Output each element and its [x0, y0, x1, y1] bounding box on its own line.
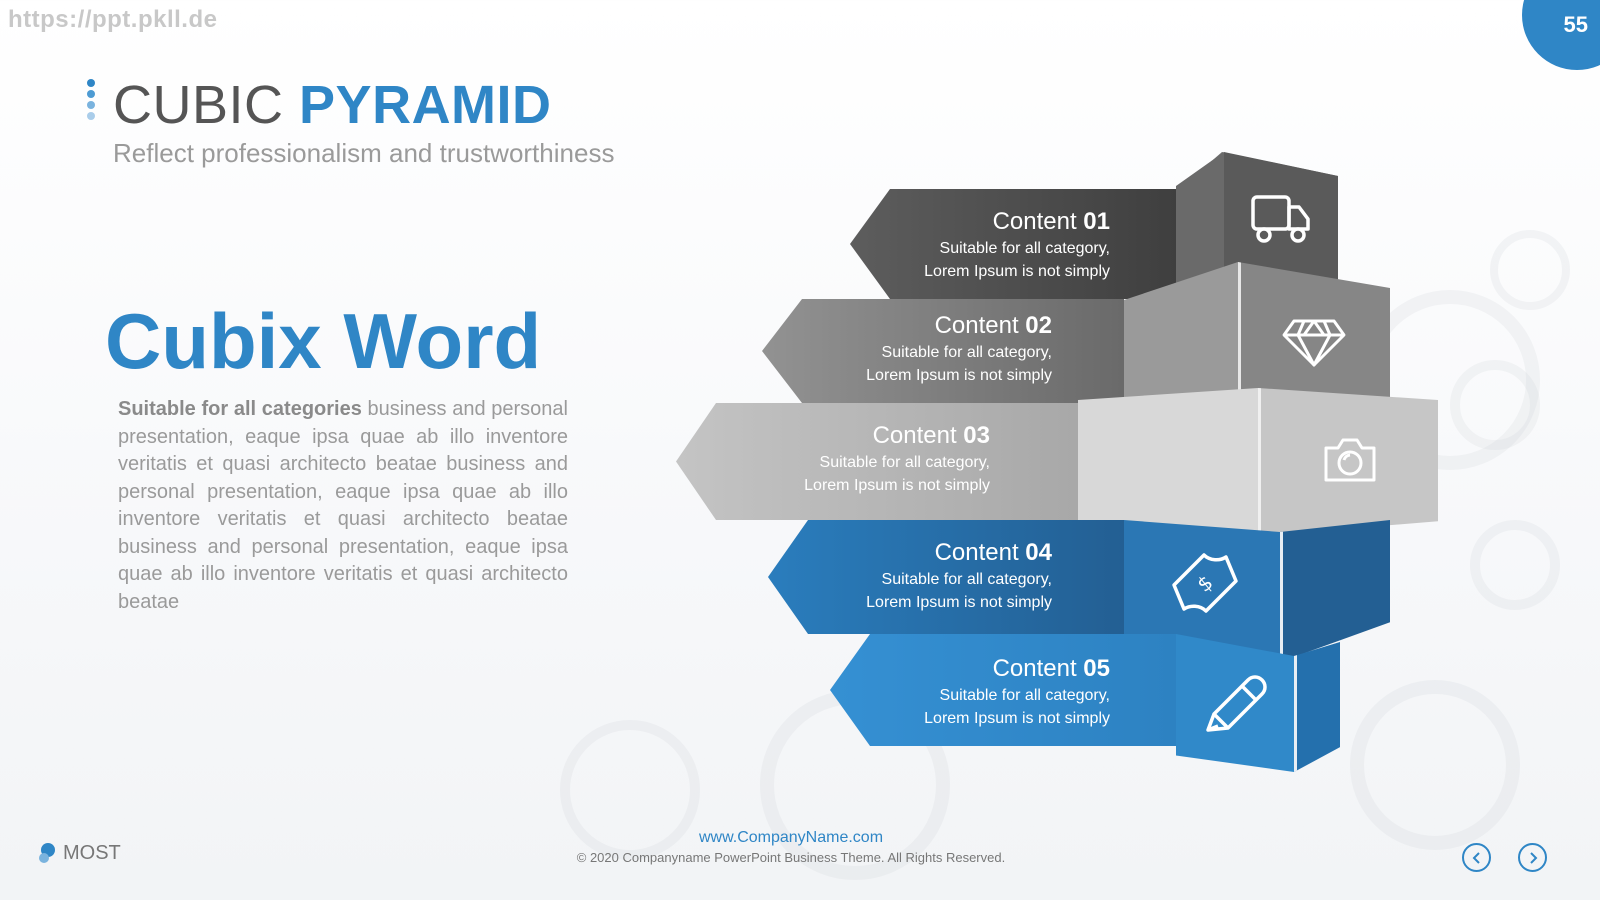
pencil-icon	[1200, 672, 1270, 742]
tier-title-3: Content 03	[872, 422, 990, 449]
slide-title-light: CUBIC	[113, 75, 284, 135]
chevron-right-icon	[1529, 851, 1537, 864]
section-heading: Cubix Word	[105, 297, 542, 385]
footer-url[interactable]: www.CompanyName.com	[698, 829, 884, 846]
tier-title-2: Content 02	[934, 312, 1052, 339]
footer-copyright: © 2020 Companyname PowerPoint Business T…	[576, 850, 1006, 865]
cube-right-face-3	[1258, 388, 1438, 536]
body-bold-lead: Suitable for all categories	[118, 398, 362, 420]
slide-title-bold: PYRAMID	[299, 75, 552, 135]
tier-title-1: Content 01	[992, 208, 1110, 235]
tier-desc-1b: Lorem Ipsum is not simply	[924, 263, 1110, 280]
tier-desc-1a: Suitable for all category,	[939, 240, 1110, 257]
tier-desc-5a: Suitable for all category,	[939, 687, 1110, 704]
tier-arrow-2: Content 02 Suitable for all category, Lo…	[762, 299, 1124, 403]
tier-desc-2b: Lorem Ipsum is not simply	[866, 367, 1052, 384]
tier-desc-2a: Suitable for all category,	[881, 344, 1052, 361]
watermark-url: https://ppt.pkll.de	[8, 6, 218, 33]
decor-bubble	[1470, 520, 1560, 610]
company-logo: MOST	[36, 841, 121, 865]
cube-left-face-3	[1078, 388, 1258, 536]
cube-right-face-4	[1280, 520, 1390, 662]
svg-text:$: $	[1192, 570, 1217, 597]
decor-bubble	[560, 720, 700, 860]
previous-slide-button[interactable]	[1462, 843, 1491, 872]
tier-desc-4b: Lorem Ipsum is not simply	[866, 594, 1052, 611]
tier-arrow-5: Content 05 Suitable for all category, Lo…	[830, 634, 1176, 746]
tier-arrow-3: Content 03 Suitable for all category, Lo…	[676, 403, 1078, 520]
title-dots-decoration	[87, 79, 97, 123]
page-number: 55	[1563, 12, 1588, 37]
decor-bubble	[1450, 360, 1540, 450]
tier-desc-3b: Lorem Ipsum is not simply	[804, 477, 990, 494]
diamond-icon	[1282, 318, 1346, 372]
decor-bubble	[1490, 230, 1570, 310]
money-icon: $	[1170, 551, 1240, 621]
logo-text: MOST	[63, 841, 121, 864]
chevron-left-icon	[1472, 851, 1480, 864]
decor-bubble	[1350, 680, 1520, 850]
cube-left-face-5	[1176, 634, 1294, 772]
tier-desc-4a: Suitable for all category,	[881, 571, 1052, 588]
body-paragraph: Suitable for all categories business and…	[118, 396, 568, 616]
tier-title-4: Content 04	[934, 539, 1052, 566]
tier-desc-3a: Suitable for all category,	[819, 454, 990, 471]
slide-subtitle: Reflect professionalism and trustworthin…	[113, 138, 615, 168]
tier-arrow-4: Content 04 Suitable for all category, Lo…	[768, 520, 1124, 634]
cube-right-face-5	[1294, 642, 1340, 772]
page-number-badge	[1522, 0, 1600, 70]
body-rest: business and personal presentation, eaqu…	[118, 398, 568, 613]
truck-icon	[1250, 193, 1312, 249]
tier-arrow-1: Content 01 Suitable for all category, Lo…	[850, 189, 1176, 299]
cube-right-face-2	[1238, 262, 1390, 402]
next-slide-button[interactable]	[1518, 843, 1547, 872]
tier-title-5: Content 05	[992, 655, 1110, 682]
slide-title: CUBIC PYRAMID	[113, 74, 552, 136]
camera-icon	[1322, 434, 1378, 488]
logo-mark-icon	[39, 843, 55, 863]
tier-desc-5b: Lorem Ipsum is not simply	[924, 710, 1110, 727]
